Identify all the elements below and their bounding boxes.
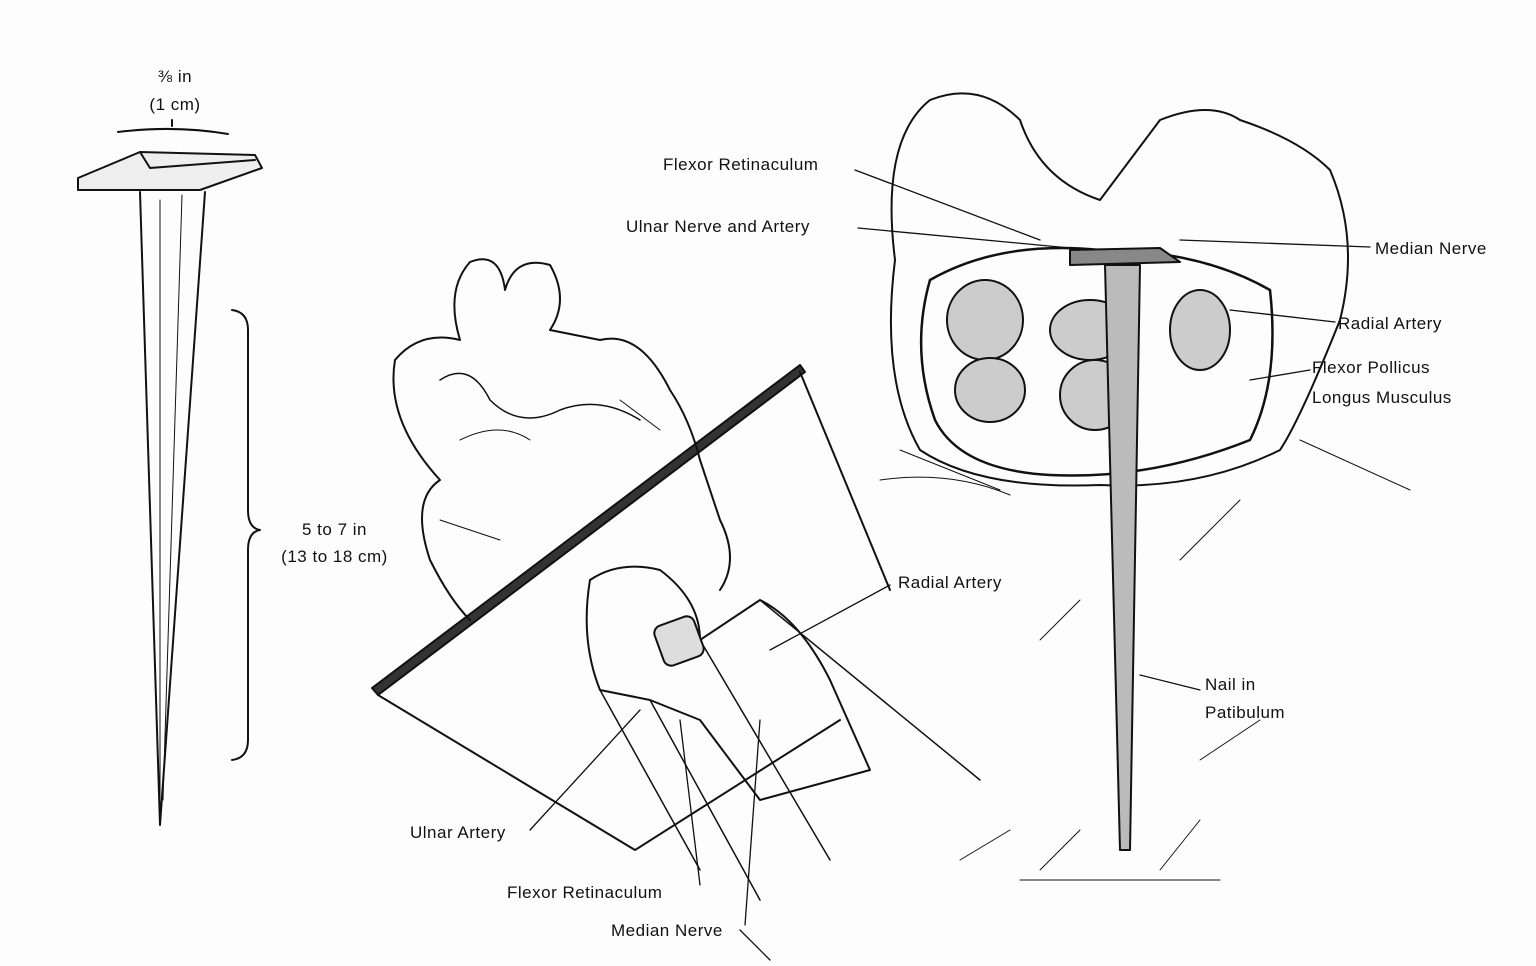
- nail-illustration: [77, 119, 263, 826]
- section-flexor-pollicus-label-2: Longus Musculus: [1312, 388, 1452, 407]
- nail-in-patibulum-label-2: Patibulum: [1205, 703, 1286, 722]
- section-flexor-pollicus-label-1: Flexor Pollicus: [1312, 358, 1431, 377]
- section-radial-artery-label: Radial Artery: [1338, 314, 1442, 333]
- length-brace: [231, 309, 261, 761]
- nail-length-metric-label: (13 to 18 cm): [281, 547, 388, 566]
- nail-head-width-label: ⅜ in: [157, 67, 193, 86]
- hand-median-nerve-label: Median Nerve: [611, 921, 723, 940]
- leader-lines: [529, 169, 1371, 961]
- hand-flexor-retinaculum-label: Flexor Retinaculum: [507, 883, 663, 902]
- section-ulnar-nerve-artery-label: Ulnar Nerve and Artery: [626, 217, 810, 236]
- hand-ulnar-artery-label: Ulnar Artery: [410, 823, 506, 842]
- nail-in-patibulum-label-1: Nail in: [1205, 675, 1256, 694]
- hand-illustration: [371, 258, 981, 901]
- nail-length-label: 5 to 7 in: [302, 520, 367, 539]
- hand-radial-artery-label: Radial Artery: [898, 573, 1002, 592]
- section-median-nerve-label: Median Nerve: [1375, 239, 1487, 258]
- wrist-cross-section: [879, 92, 1411, 881]
- section-flexor-retinaculum-label: Flexor Retinaculum: [663, 155, 819, 174]
- nail-head-width-metric-label: (1 cm): [149, 95, 201, 114]
